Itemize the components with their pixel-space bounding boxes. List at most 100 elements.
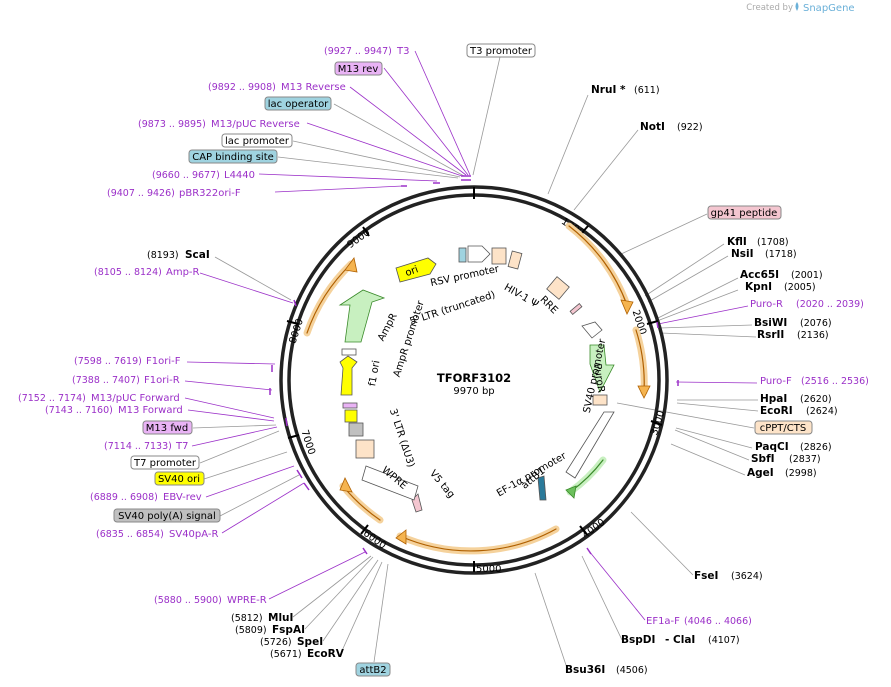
sv40-polya-box[interactable]: SV40 poly(A) signal xyxy=(113,508,221,523)
primer-puro-f-name[interactable]: Puro-F xyxy=(760,376,792,387)
primer-ef1a-f-range: (4046 .. 4066) xyxy=(684,616,752,627)
feature-block xyxy=(592,394,608,406)
site-bsiwi-name[interactable]: BsiWI xyxy=(754,317,787,329)
site-spei-pos: (5726) xyxy=(260,637,292,648)
site-bspdi-name[interactable]: BspDI xyxy=(621,634,655,646)
site-nrui-pos: (611) xyxy=(634,85,660,96)
watermark-prefix: Created by xyxy=(746,3,793,13)
site-scai-name[interactable]: ScaI xyxy=(185,249,210,261)
feature-arrow xyxy=(395,257,437,283)
feature-block xyxy=(458,247,467,263)
cppt-cts-box[interactable]: cPPT/CTS xyxy=(754,420,813,435)
site-agei-name[interactable]: AgeI xyxy=(747,467,774,479)
primer-ebv-rev-name[interactable]: EBV-rev xyxy=(163,492,202,503)
primer-m13-forward-name[interactable]: M13 Forward xyxy=(118,405,183,416)
tick-label: 3000 xyxy=(649,409,667,437)
lac-operator-box[interactable]: lac operator xyxy=(264,96,332,111)
site-sbfi-name[interactable]: SbfI xyxy=(751,453,775,465)
feature-block xyxy=(342,402,358,409)
site-bspdi-pos: (4107) xyxy=(708,635,740,646)
site-noti-name[interactable]: NotI xyxy=(640,121,665,133)
site-fsei-name[interactable]: FseI xyxy=(694,570,718,582)
primer-wpre-r-range: (5880 .. 5900) xyxy=(154,595,222,606)
primer-m13puc-forward-range: (7152 .. 7174) xyxy=(18,393,86,404)
site-scai-pos: (8193) xyxy=(147,250,179,261)
site-kpni-name[interactable]: KpnI xyxy=(745,281,772,293)
site-mlui-name[interactable]: MluI xyxy=(268,612,293,624)
feature-arrow xyxy=(467,245,491,263)
feature-arrow xyxy=(338,289,386,343)
site-paqci-pos: (2826) xyxy=(800,442,832,453)
site-hpai-name[interactable]: HpaI xyxy=(760,393,787,405)
primer-wpre-r-name[interactable]: WPRE-R xyxy=(227,595,267,606)
feature-block xyxy=(569,303,583,315)
plasmid-name: TFORF3102 xyxy=(437,371,511,385)
site-spei-name[interactable]: SpeI xyxy=(297,636,323,648)
sv40-polya-label: SV40 poly(A) signal xyxy=(118,511,216,522)
site-ecori-name[interactable]: EcoRI xyxy=(760,405,793,417)
m13-fwd-box[interactable]: M13 fwd xyxy=(142,420,193,435)
primer-m13-reverse-range: (9892 .. 9908) xyxy=(208,82,276,93)
gp41-peptide-label: gp41 peptide xyxy=(711,208,778,219)
primer-t7-name[interactable]: T7 xyxy=(175,441,188,452)
site-kfli-name[interactable]: KflI xyxy=(727,236,747,248)
primer-amp-r-name[interactable]: Amp-R xyxy=(166,267,200,278)
lac-promoter-box[interactable]: lac promoter xyxy=(221,133,293,148)
site-fsei-pos: (3624) xyxy=(731,571,763,582)
site-paqci-name[interactable]: PaqCI xyxy=(755,441,789,453)
m13-fwd-label: M13 fwd xyxy=(146,423,188,434)
primer-m13puc-forward-name[interactable]: M13/pUC Forward xyxy=(91,393,180,404)
primer-t3-label[interactable]: T3 xyxy=(396,46,409,57)
primer-l4440-range: (9660 .. 9677) xyxy=(152,170,220,181)
tick-label: 5000 xyxy=(476,564,501,575)
t7-promoter-box[interactable]: T7 promoter xyxy=(130,455,200,470)
site-noti-pos: (922) xyxy=(677,122,703,133)
cap-binding-site-box[interactable]: CAP binding site xyxy=(188,149,278,164)
feature-label-v5-tag: V5 tag xyxy=(427,468,456,500)
lac-operator-label: lac operator xyxy=(268,99,329,110)
primer-pbr322ori-label[interactable]: pBR322ori-F xyxy=(179,188,241,199)
primer-markers xyxy=(269,175,679,555)
site-rsrii-pos: (2136) xyxy=(797,330,829,341)
feature-arrow xyxy=(589,344,615,393)
primer-l4440-label[interactable]: L4440 xyxy=(224,170,255,181)
site-kfli-pos: (1708) xyxy=(757,237,789,248)
feature-label-ori: ori xyxy=(404,264,420,279)
primer-sv40pa-r-name[interactable]: SV40pA-R xyxy=(169,529,218,540)
plasmid-center: TFORF3102 9970 bp xyxy=(437,371,511,397)
primer-amp-r-range: (8105 .. 8124) xyxy=(94,267,162,278)
site-nsii-name[interactable]: NsiI xyxy=(731,248,754,260)
feature-label-rsv-promoter: RSV promoter xyxy=(430,264,501,289)
primer-sv40pa-r-range: (6835 .. 6854) xyxy=(96,529,164,540)
primer-puro-r-name[interactable]: Puro-R xyxy=(750,299,783,310)
site-nsii-pos: (1718) xyxy=(765,249,797,260)
connector-lines xyxy=(184,50,759,669)
m13-rev-label: M13 rev xyxy=(338,64,379,75)
site-fspai-name[interactable]: FspAI xyxy=(272,624,305,636)
primer-m13puc-reverse-label[interactable]: M13/pUC Reverse xyxy=(211,119,300,130)
site-bsu36i-name[interactable]: Bsu36I xyxy=(565,664,605,676)
site-clai-name[interactable]: - ClaI xyxy=(665,634,695,646)
site-hpai-pos: (2620) xyxy=(800,394,832,405)
primer-m13-reverse-label[interactable]: M13 Reverse xyxy=(281,82,346,93)
m13-rev-box[interactable]: M13 rev xyxy=(334,61,383,76)
feature-arrow xyxy=(361,465,419,501)
site-nrui-name[interactable]: NruI * xyxy=(591,84,626,96)
t7-promoter-label: T7 promoter xyxy=(133,458,197,469)
t3-promoter-box[interactable]: T3 promoter xyxy=(466,43,536,58)
primer-puro-f-range: (2516 .. 2536) xyxy=(801,376,869,387)
sv40-ori-box[interactable]: SV40 ori xyxy=(154,471,205,486)
primer-f1ori-f-name[interactable]: F1ori-F xyxy=(146,356,181,367)
gp41-peptide-box[interactable]: gp41 peptide xyxy=(707,205,782,220)
site-ecorv-name[interactable]: EcoRV xyxy=(307,648,345,660)
cppt-cts-label: cPPT/CTS xyxy=(760,423,806,434)
primer-f1ori-r-name[interactable]: F1ori-R xyxy=(144,375,180,386)
site-sbfi-pos: (2837) xyxy=(789,454,821,465)
snapgene-watermark: Created by SnapGene xyxy=(746,2,855,14)
attb2-box[interactable]: attB2 xyxy=(355,662,391,677)
site-rsrii-name[interactable]: RsrII xyxy=(757,329,784,341)
site-acc65i-name[interactable]: Acc65I xyxy=(740,269,779,281)
primer-ef1a-f-name[interactable]: EF1a-F xyxy=(646,616,680,627)
feature-block xyxy=(341,348,357,356)
site-agei-pos: (2998) xyxy=(785,468,817,479)
